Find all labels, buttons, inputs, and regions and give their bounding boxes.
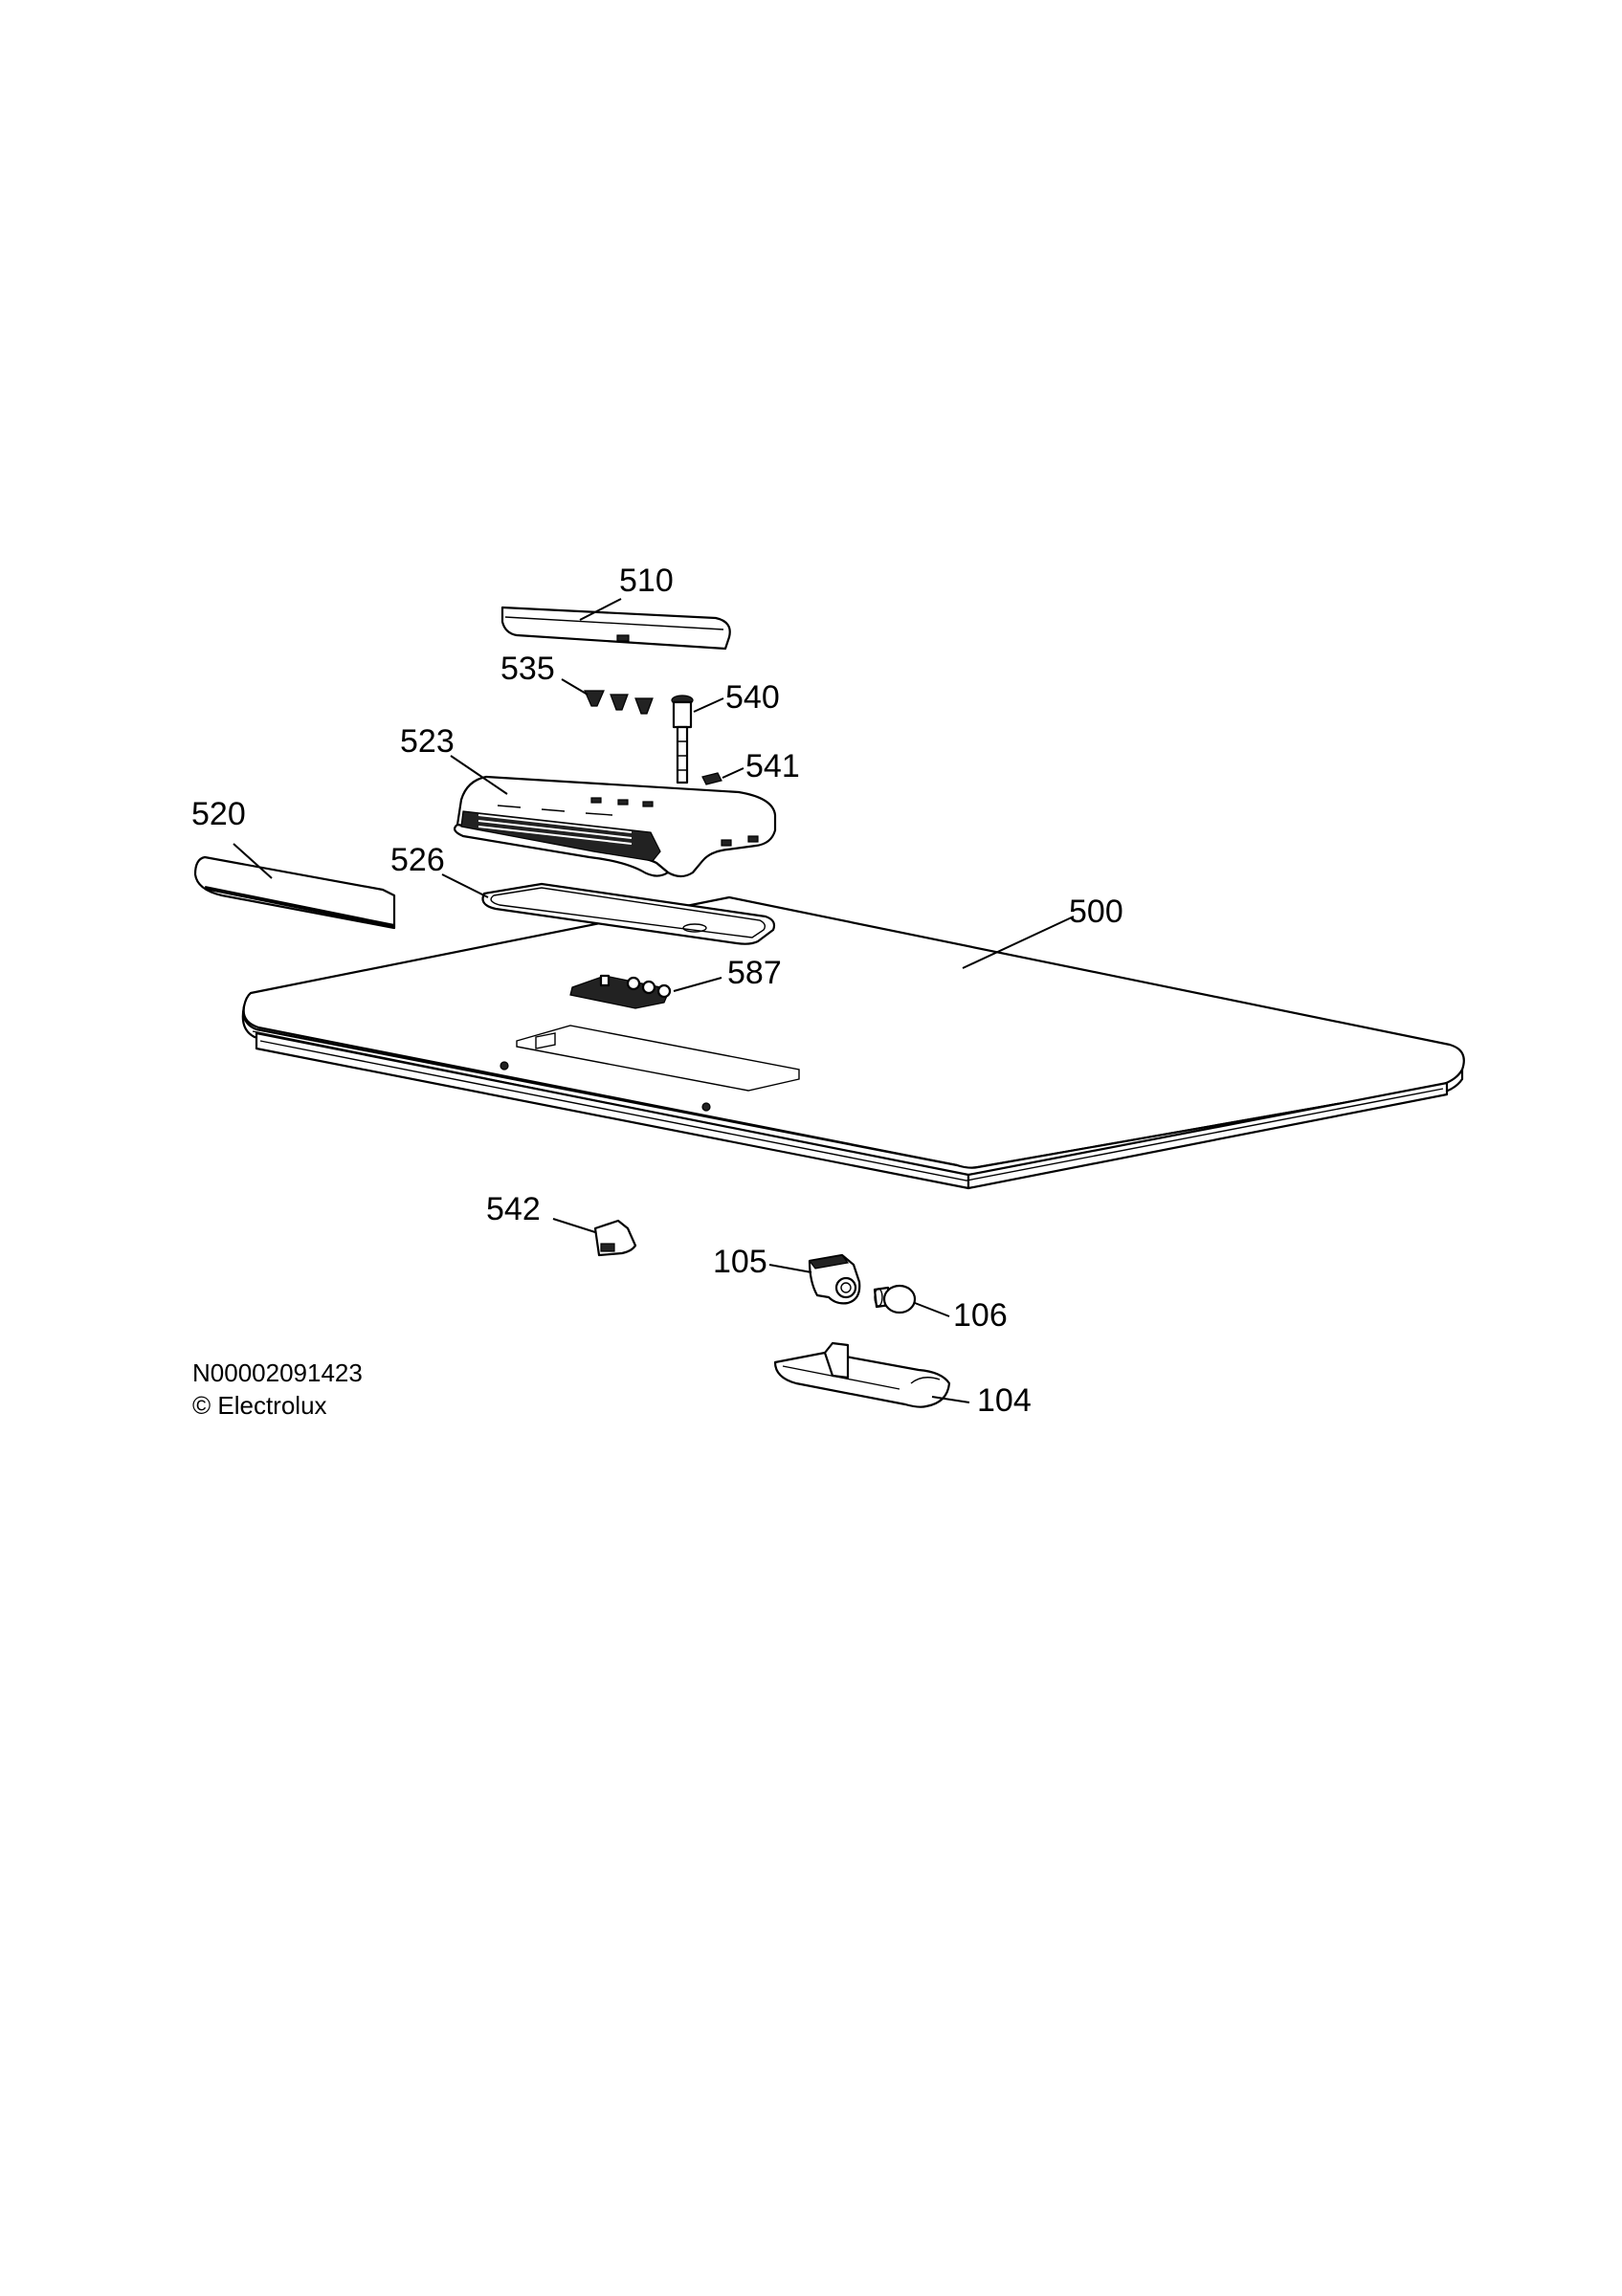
label-541: 541	[745, 748, 800, 784]
leader-526	[441, 873, 489, 898]
leader-520	[233, 843, 273, 879]
top-trim-strip-part	[500, 606, 731, 651]
label-542: 542	[486, 1191, 541, 1227]
leader-542	[552, 1218, 596, 1233]
drawing-code: N00002091423	[192, 1358, 363, 1387]
gasket-part	[481, 882, 776, 945]
leader-541	[722, 767, 744, 779]
leader-106	[914, 1302, 950, 1317]
label-510: 510	[619, 563, 674, 599]
label-104: 104	[977, 1382, 1032, 1419]
label-106: 106	[953, 1297, 1008, 1334]
cover-clip-part	[593, 1219, 637, 1257]
label-587: 587	[727, 955, 782, 991]
label-526: 526	[390, 842, 445, 878]
label-523: 523	[400, 723, 455, 760]
hinge-bracket-part	[808, 1253, 861, 1305]
label-520: 520	[191, 796, 246, 832]
shaft-part	[671, 695, 694, 784]
hinge-cover-part	[773, 1341, 951, 1408]
label-105: 105	[713, 1244, 767, 1280]
label-500: 500	[1069, 894, 1123, 930]
clip-part	[701, 772, 722, 785]
copyright-text: © Electrolux	[192, 1391, 327, 1420]
leader-105	[768, 1264, 812, 1273]
leader-535	[561, 678, 589, 695]
leader-523	[450, 755, 508, 795]
leader-540	[693, 697, 724, 713]
screws-part	[584, 690, 654, 715]
control-housing-part	[454, 775, 777, 878]
front-panel-strip-part	[193, 855, 396, 930]
label-540: 540	[725, 679, 780, 716]
hinge-pin-part	[873, 1284, 917, 1314]
pcb-board-part	[569, 974, 672, 1009]
leader-510	[579, 598, 622, 621]
label-535: 535	[500, 651, 555, 687]
leader-104	[931, 1396, 970, 1403]
leader-587	[673, 977, 722, 992]
leader-500	[962, 916, 1075, 969]
top-plate-part	[241, 895, 1465, 1190]
